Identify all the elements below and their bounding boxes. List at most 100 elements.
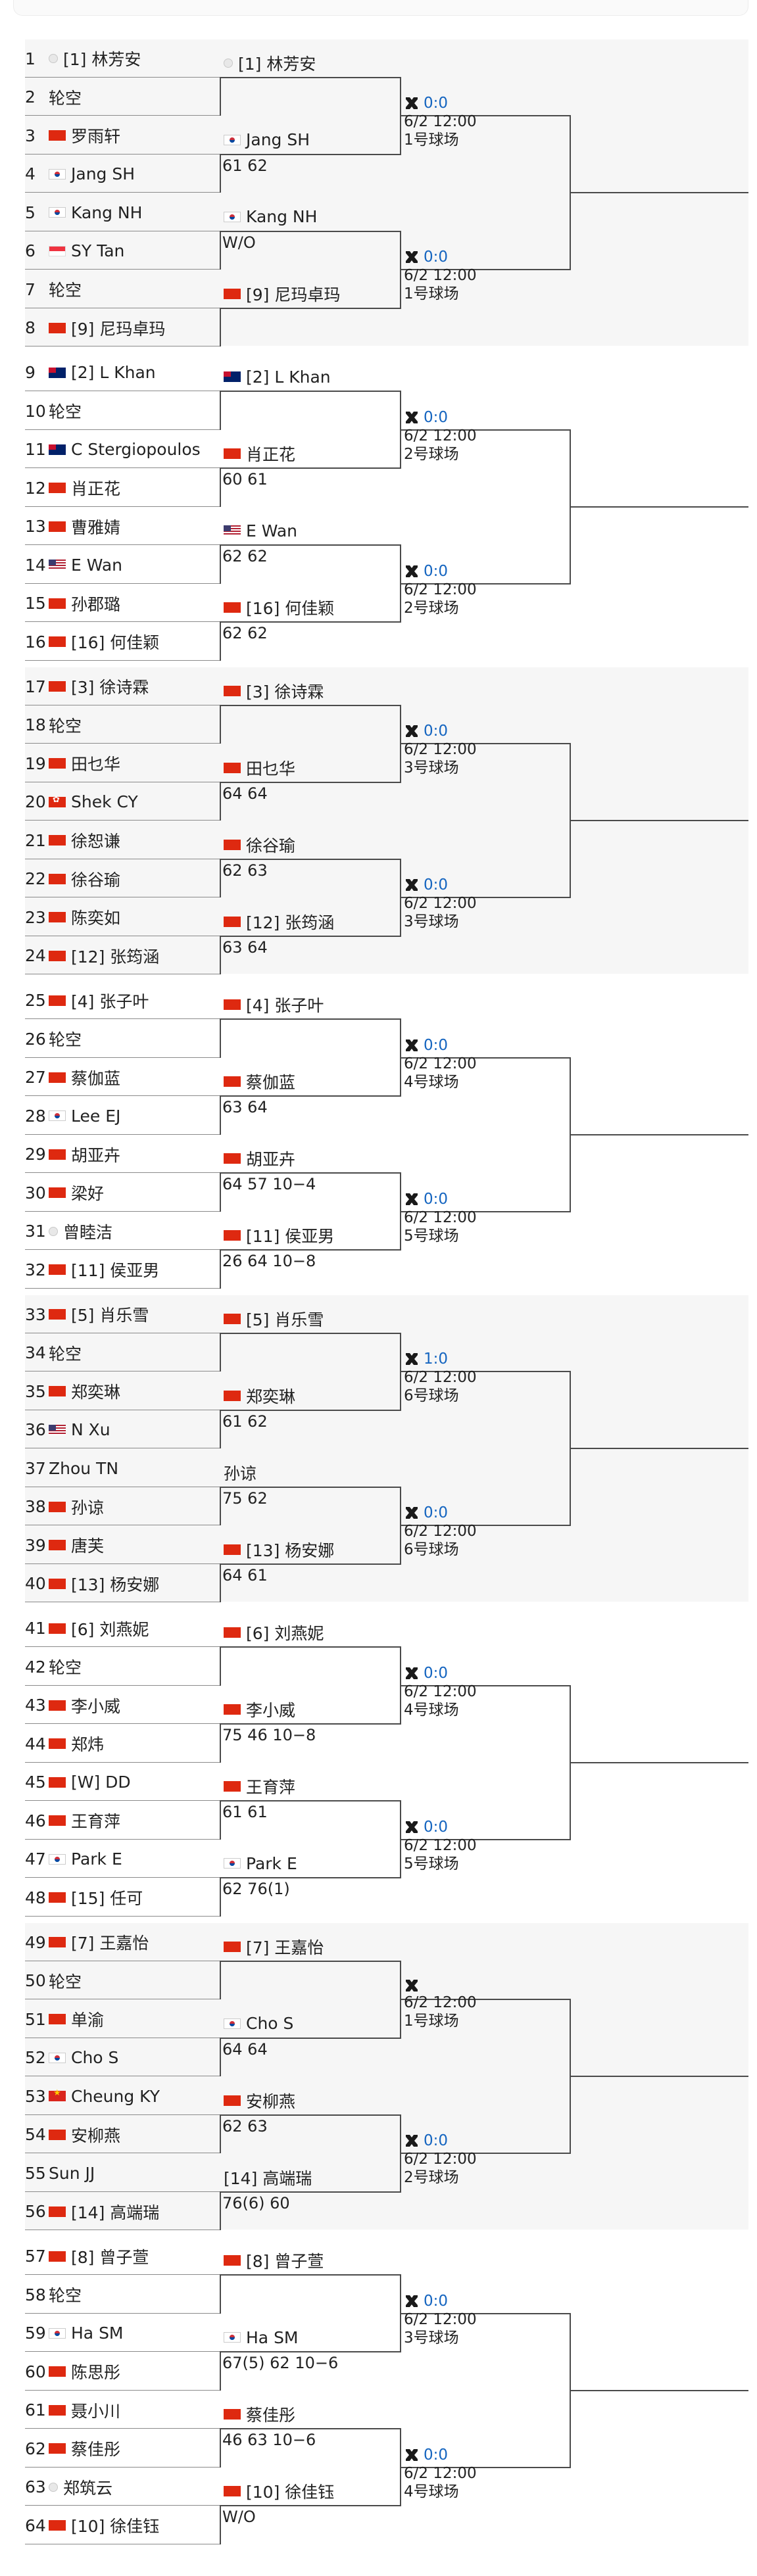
- draw-entry[interactable]: 17[3] 徐诗霖: [25, 667, 221, 705]
- draw-entry[interactable]: 40[13] 杨安娜: [25, 1565, 221, 1603]
- draw-entry[interactable]: 32[11] 侯亚男: [25, 1251, 221, 1289]
- round2-player[interactable]: 肖正花: [224, 442, 295, 465]
- draw-entry[interactable]: 53Cheung KY: [25, 2077, 221, 2115]
- draw-entry[interactable]: 56[14] 高端瑞: [25, 2193, 221, 2231]
- round2-player[interactable]: [2] L Khan: [224, 366, 331, 388]
- draw-entry[interactable]: 33[5] 肖乐雪: [25, 1295, 221, 1333]
- draw-entry[interactable]: 20Shek CY: [25, 783, 221, 821]
- round2-player[interactable]: 安柳燕: [224, 2089, 295, 2112]
- round2-player[interactable]: [6] 刘燕妮: [224, 1621, 324, 1644]
- round2-player[interactable]: [13] 杨安娜: [224, 1538, 334, 1561]
- match-score-row[interactable]: 0:0: [404, 2292, 477, 2310]
- round2-player[interactable]: 孙谅: [224, 1462, 256, 1484]
- match-score-row[interactable]: 0:0: [404, 562, 477, 581]
- match-score-row[interactable]: 1:0: [404, 1350, 477, 1368]
- match-score-row[interactable]: 0:0: [404, 722, 477, 740]
- draw-entry[interactable]: 57[8] 曾子萱: [25, 2237, 221, 2276]
- match-score-row[interactable]: 0:0: [404, 1190, 477, 1208]
- round2-player[interactable]: 胡亚卉: [224, 1147, 295, 1170]
- round2-player[interactable]: Ha SM: [224, 2326, 299, 2349]
- draw-entry[interactable]: 49[7] 王嘉怡: [25, 1923, 221, 1961]
- round2-player[interactable]: [4] 张子叶: [224, 993, 324, 1016]
- round2-player[interactable]: [14] 高端瑞: [224, 2166, 312, 2189]
- round2-player[interactable]: [9] 尼玛卓玛: [224, 283, 340, 305]
- round2-player[interactable]: [10] 徐佳钰: [224, 2480, 334, 2502]
- round2-player[interactable]: 王育萍: [224, 1775, 295, 1798]
- round2-player[interactable]: 李小威: [224, 1698, 295, 1721]
- round2-player[interactable]: 蔡伽蓝: [224, 1070, 295, 1093]
- match-score-row[interactable]: 0:0: [404, 1818, 477, 1836]
- draw-entry[interactable]: 16[16] 何佳颖: [25, 623, 221, 661]
- match-score-row[interactable]: 0:0: [404, 94, 477, 112]
- round2-player[interactable]: Park E: [224, 1852, 297, 1874]
- match-score-row[interactable]: 0:0: [404, 1504, 477, 1522]
- draw-entry[interactable]: 48[15] 任可: [25, 1878, 221, 1917]
- match-score-row[interactable]: 0:0: [404, 408, 477, 427]
- round2-player[interactable]: 徐谷瑜: [224, 834, 295, 856]
- draw-entry[interactable]: 41[6] 刘燕妮: [25, 1610, 221, 1648]
- match-score-row[interactable]: 0:0: [404, 876, 477, 894]
- draw-entry[interactable]: 24[12] 张筠涵: [25, 937, 221, 975]
- round2-player[interactable]: [7] 王嘉怡: [224, 1936, 324, 1958]
- match-score-row[interactable]: 0:0: [404, 2446, 477, 2464]
- round2-player[interactable]: [8] 曾子萱: [224, 2249, 324, 2272]
- round2-player[interactable]: Kang NH: [224, 206, 317, 228]
- match-score-row[interactable]: [404, 1978, 477, 1993]
- round2-player[interactable]: [5] 肖乐雪: [224, 1308, 324, 1330]
- draw-entry[interactable]: 8[9] 尼玛卓玛: [25, 309, 221, 347]
- draw-entry[interactable]: 9[2] L Khan: [25, 354, 221, 392]
- round2-player[interactable]: 郑奕琳: [224, 1385, 295, 1407]
- round2-player[interactable]: E Wan: [224, 519, 297, 542]
- draw-entry[interactable]: 1[1] 林芳安: [25, 39, 221, 78]
- draw-entry[interactable]: 25[4] 张子叶: [25, 982, 221, 1020]
- round2-player[interactable]: 田乜华: [224, 757, 295, 779]
- round2-player[interactable]: [12] 张筠涵: [224, 911, 334, 933]
